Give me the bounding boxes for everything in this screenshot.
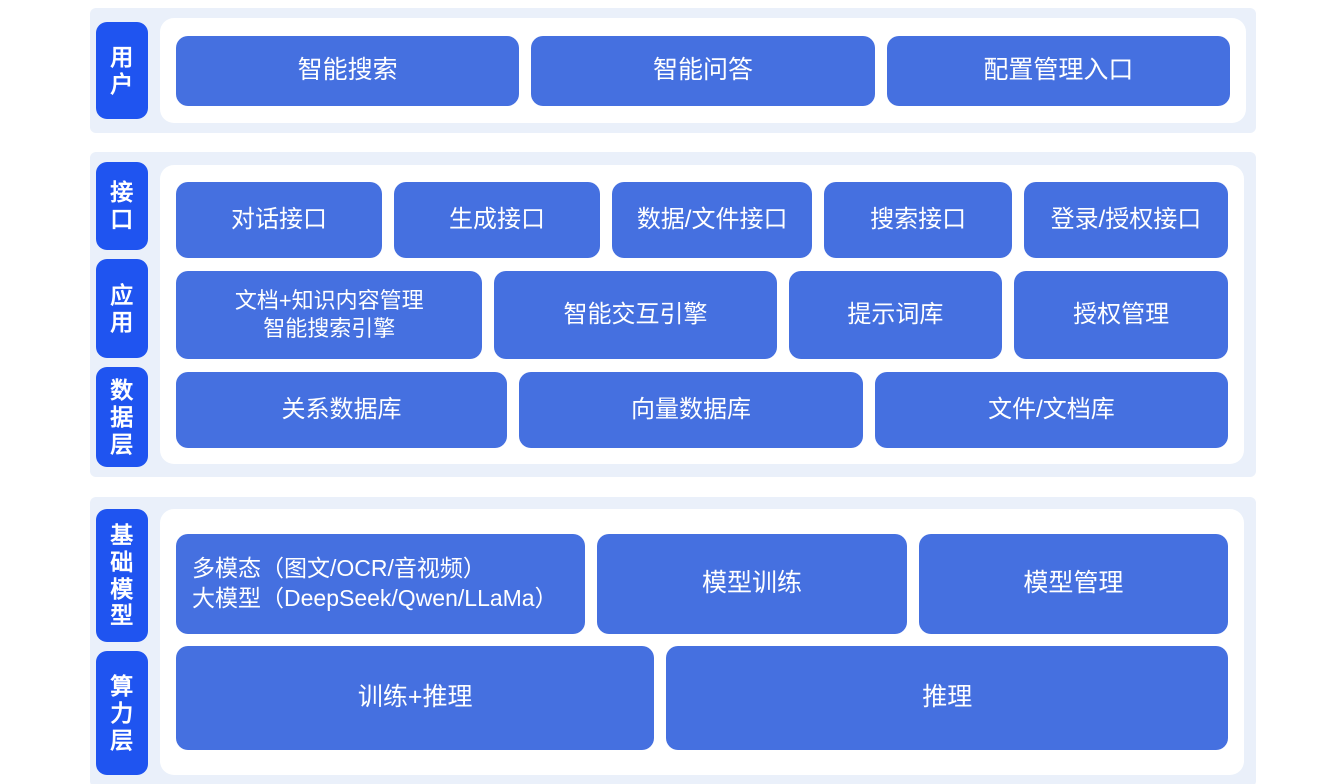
- box-config-management-entry[interactable]: 配置管理入口: [886, 35, 1230, 106]
- layer-section-user: 用户 智能搜索 智能问答 配置管理入口: [90, 8, 1256, 133]
- box-generation-interface[interactable]: 生成接口: [393, 181, 600, 258]
- layer-label-data: 数据层: [96, 367, 148, 468]
- box-dialog-interface[interactable]: 对话接口: [176, 181, 382, 258]
- layer-panel-base: 多模态（图文/OCR/音视频） 大模型（DeepSeek/Qwen/LLaMa）…: [160, 509, 1244, 775]
- box-authorization-management[interactable]: 授权管理: [1014, 270, 1228, 359]
- layer-label-compute: 算力层: [96, 651, 148, 775]
- layer-section-base: 基础模型 算力层 多模态（图文/OCR/音视频） 大模型（DeepSeek/Qw…: [90, 497, 1256, 784]
- row-compute: 训练+推理 推理: [176, 646, 1228, 750]
- layer-section-middle: 接口 应用 数据层 对话接口 生成接口 数据/文件接口 搜索接口 登录/授权接口…: [90, 152, 1256, 477]
- box-prompt-library[interactable]: 提示词库: [788, 270, 1003, 359]
- box-inference[interactable]: 推理: [666, 646, 1228, 750]
- box-multimodal-large-model[interactable]: 多模态（图文/OCR/音视频） 大模型（DeepSeek/Qwen/LLaMa）: [176, 534, 586, 634]
- box-data-file-interface[interactable]: 数据/文件接口: [611, 181, 813, 258]
- row-user-entries: 智能搜索 智能问答 配置管理入口: [176, 35, 1230, 106]
- layer-label-application: 应用: [96, 258, 148, 359]
- box-login-auth-interface[interactable]: 登录/授权接口: [1023, 181, 1229, 258]
- box-model-training[interactable]: 模型训练: [597, 534, 907, 634]
- box-model-management[interactable]: 模型管理: [918, 534, 1228, 634]
- layer-label-interface: 接口: [96, 162, 148, 250]
- layer-label-user: 用户: [96, 22, 148, 119]
- layer-panel-middle: 对话接口 生成接口 数据/文件接口 搜索接口 登录/授权接口 文档+知识内容管理…: [160, 165, 1244, 464]
- box-file-document-store[interactable]: 文件/文档库: [874, 371, 1228, 448]
- layer-label-foundation-model: 基础模型: [96, 509, 148, 643]
- row-interfaces: 对话接口 生成接口 数据/文件接口 搜索接口 登录/授权接口: [176, 181, 1229, 258]
- box-search-interface[interactable]: 搜索接口: [824, 181, 1012, 258]
- box-smart-search[interactable]: 智能搜索: [176, 35, 520, 106]
- box-smart-interaction-engine[interactable]: 智能交互引擎: [494, 270, 777, 359]
- box-relational-database[interactable]: 关系数据库: [176, 371, 508, 448]
- layer-label-column-user: 用户: [90, 8, 154, 133]
- box-vector-database[interactable]: 向量数据库: [519, 371, 863, 448]
- layer-label-column-middle: 接口 应用 数据层: [90, 152, 154, 477]
- row-data-stores: 关系数据库 向量数据库 文件/文档库: [176, 371, 1228, 448]
- row-applications: 文档+知识内容管理 智能搜索引擎 智能交互引擎 提示词库 授权管理: [176, 270, 1228, 359]
- box-doc-knowledge-content-management[interactable]: 文档+知识内容管理 智能搜索引擎: [176, 270, 483, 359]
- layer-panel-user: 智能搜索 智能问答 配置管理入口: [160, 18, 1246, 123]
- row-models: 多模态（图文/OCR/音视频） 大模型（DeepSeek/Qwen/LLaMa）…: [176, 534, 1228, 634]
- box-smart-qa[interactable]: 智能问答: [531, 35, 875, 106]
- box-training-and-inference[interactable]: 训练+推理: [176, 646, 655, 750]
- layer-label-column-base: 基础模型 算力层: [90, 497, 154, 784]
